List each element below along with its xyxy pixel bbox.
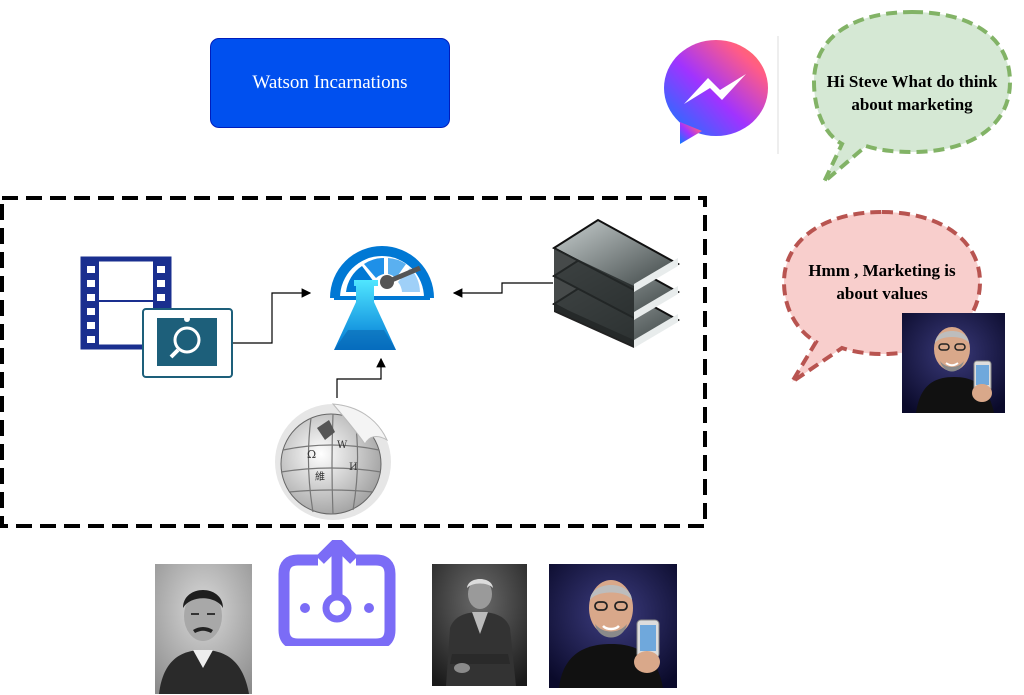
question-text: Hi Steve What do think about marketing	[826, 72, 998, 114]
books-stack-icon	[550, 214, 685, 348]
connector-arrows	[232, 282, 553, 398]
messenger-icon	[660, 36, 780, 156]
wikipedia-globe-icon: Ω W И 維	[273, 400, 399, 524]
svg-text:W: W	[337, 440, 348, 451]
answer-text: Hmm , Marketing is about values	[808, 261, 956, 303]
svg-text:И: И	[349, 462, 358, 473]
jobs-photo	[549, 564, 677, 688]
question-bubble	[812, 10, 1012, 186]
upload-icon	[278, 540, 396, 646]
svg-text:維: 維	[315, 470, 325, 483]
lab-meter-icon	[312, 226, 452, 361]
title-box: Watson Incarnations	[210, 38, 450, 128]
edison-photo	[432, 564, 527, 686]
title-label: Watson Incarnations	[252, 72, 408, 93]
video-search-icon	[80, 256, 235, 380]
svg-text:Ω: Ω	[307, 448, 316, 461]
tesla-photo	[155, 564, 252, 694]
knowledge-sources-group	[0, 196, 710, 530]
jobs-photo-small	[902, 313, 1005, 413]
